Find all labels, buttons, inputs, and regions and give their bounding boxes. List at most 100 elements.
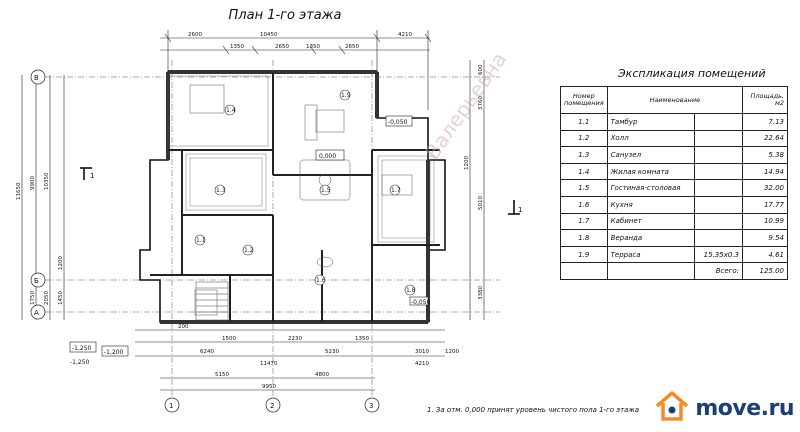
row-name: Веранда: [606, 229, 695, 247]
room-1.2: 1.2: [244, 247, 254, 254]
house-icon: [655, 390, 689, 426]
row-name: Кухня: [606, 195, 695, 214]
row-area: 10.99: [742, 212, 788, 231]
dim-left-7: 1200: [58, 256, 64, 270]
dim-left-2: 11650: [16, 182, 22, 200]
plan-texts: 2600 1350 2650 1350 2650 4210 10450 200 …: [16, 32, 522, 410]
dim-right-4: 600: [478, 64, 484, 75]
dim-bottom-1: 200: [178, 324, 189, 330]
level-markers: [69, 115, 429, 357]
row-name: Терраса: [606, 245, 695, 264]
section-label-left: 1: [90, 172, 94, 180]
row-name: Холл: [606, 129, 695, 148]
room-1.7: 1.7: [391, 187, 401, 194]
level-4: -0,050: [411, 299, 431, 306]
dim-top-5: 2650: [345, 44, 359, 50]
total-row: Всего:125.00: [560, 262, 788, 280]
row-num: 1.3: [560, 146, 608, 164]
row-area: 32.00: [742, 179, 788, 197]
wall-hatching: [167, 75, 435, 243]
level-0: 0,000: [319, 153, 336, 160]
total-value: 125.00: [742, 262, 788, 280]
explication-table: Номер помещения Наименование Площадь, м2…: [560, 86, 788, 280]
brand-name: move.ru: [695, 395, 794, 421]
header-area: Площадь, м2: [742, 86, 788, 114]
dim-top-4: 1350: [306, 44, 320, 50]
plan-title: План 1-го этажа: [228, 8, 342, 23]
total-label: Всего:: [693, 262, 744, 280]
row-extra: [693, 195, 744, 214]
row-num: 1.4: [560, 162, 608, 181]
row-area: 9.54: [742, 229, 788, 247]
footnote: 1. За отм. 0,000 принят уровень чистого …: [427, 406, 640, 414]
dimension-lines: [21, 30, 485, 391]
row-extra: [693, 129, 744, 148]
dim-bottom-10: 11470: [260, 361, 278, 367]
dim-left-3: 10350: [44, 172, 50, 190]
dim-left-1: 9900: [30, 176, 36, 190]
dim-right-5: 1200: [464, 156, 470, 170]
axis-bubbles: [30, 69, 380, 413]
axis-label-3: 3: [369, 402, 373, 410]
room-1.9: 1.9: [341, 92, 351, 99]
row-num: 1.1: [560, 113, 608, 131]
axis-label-Б: Б: [34, 277, 39, 285]
row-name: Гостиная-столовая: [606, 179, 695, 197]
explication-header-row: Номер помещения Наименование Площадь, м2: [560, 86, 788, 114]
room-1.5: 1.5: [321, 187, 331, 194]
row-name: Тамбур: [606, 113, 695, 131]
dim-bottom-7: 6240: [200, 349, 214, 355]
interior-walls: [150, 72, 440, 322]
dim-bottom-8: 5230: [325, 349, 339, 355]
row-name: Кабинет: [606, 212, 695, 231]
row-area: 7.13: [742, 113, 788, 131]
axis-label-А: А: [34, 309, 39, 317]
row-num: 1.6: [560, 195, 608, 214]
row-area: 22.64: [742, 129, 788, 148]
row-extra: [693, 212, 744, 231]
dim-left-4: 1750: [30, 291, 36, 305]
exterior-walls: [139, 70, 446, 324]
dim-bottom-11: 5150: [215, 372, 229, 378]
row-num: 1.5: [560, 179, 608, 197]
row-extra: [693, 146, 744, 164]
dim-bottom-9: 4210: [415, 361, 429, 367]
section-label-right: 1: [518, 206, 522, 214]
dim-bottom-3: 2230: [288, 336, 302, 342]
row-area: 5.38: [742, 146, 788, 164]
level-5: -1,250: [70, 359, 90, 366]
row-name: Жилая комната: [606, 162, 695, 181]
row-extra: 15.35х0.3: [693, 245, 744, 264]
row-num: 1.8: [560, 229, 608, 247]
row-num: 1.9: [560, 245, 608, 264]
explication-title: Экспликация помещений: [618, 67, 766, 80]
brand-logo[interactable]: move.ru: [655, 390, 794, 426]
dim-top-total: 10450: [260, 32, 278, 38]
row-extra: [693, 162, 744, 181]
room-1.4: 1.4: [226, 107, 236, 114]
dim-top-3: 2650: [275, 44, 289, 50]
header-name: Наименование: [606, 86, 744, 114]
total-empty-2: [606, 262, 695, 280]
dim-right-3: 3380: [478, 286, 484, 300]
dim-right-1: 3760: [478, 96, 484, 110]
row-name: Санузел: [606, 146, 695, 164]
row-extra: [693, 229, 744, 247]
furniture: [189, 84, 413, 316]
row-extra: [693, 113, 744, 131]
axis-label-B: В: [34, 74, 39, 82]
dim-top-6: 4210: [398, 32, 412, 38]
staircase: [195, 281, 229, 321]
row-num: 1.2: [560, 129, 608, 148]
row-num: 1.7: [560, 212, 608, 231]
total-empty: [560, 262, 608, 280]
